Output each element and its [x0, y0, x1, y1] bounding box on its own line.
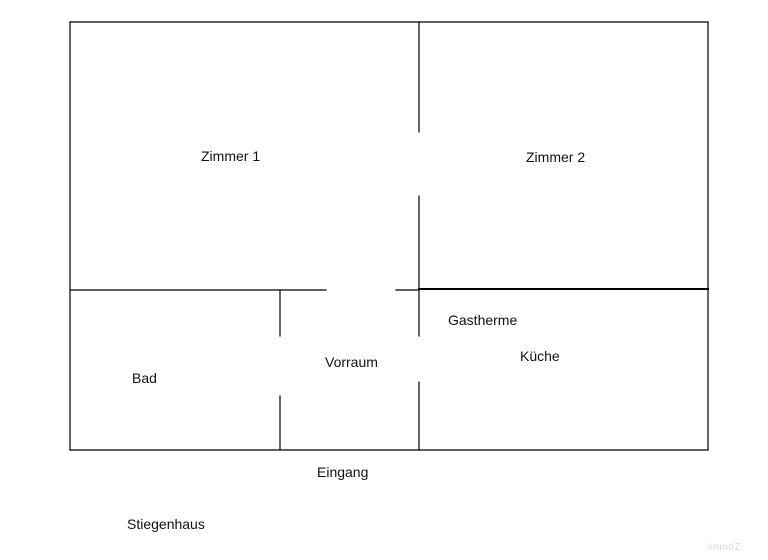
label-eingang: Eingang [317, 464, 369, 480]
label-stiegenhaus: Stiegenhaus [127, 516, 205, 532]
room-label-vorraum: Vorraum [325, 354, 378, 370]
label-gastherme: Gastherme [448, 312, 518, 328]
watermark-logo: immoZ [708, 542, 742, 553]
room-label-zimmer-1: Zimmer 1 [201, 148, 261, 164]
room-label-zimmer-2: Zimmer 2 [526, 149, 586, 165]
room-label-kueche: Küche [520, 348, 560, 364]
room-label-bad: Bad [132, 370, 157, 386]
